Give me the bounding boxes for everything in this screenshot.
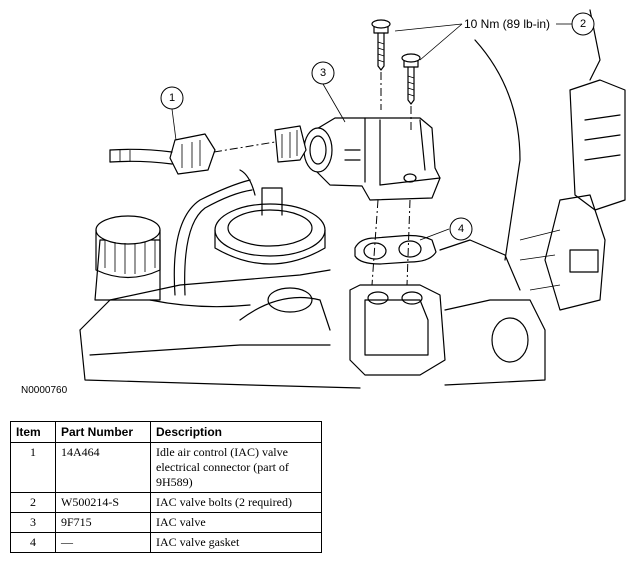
description-cell: IAC valve	[150, 512, 322, 533]
item-cell: 1	[10, 442, 56, 493]
figure-id-label: N0000760	[21, 385, 68, 396]
callout-2-label: 2	[580, 18, 586, 30]
assembly-alignment-lines	[213, 72, 412, 286]
part-number-cell: 14A464	[55, 442, 151, 493]
iac-valve-gasket	[354, 234, 437, 265]
engine-background-illustration	[79, 9, 626, 389]
callout-3-label: 3	[320, 67, 326, 79]
callout-leader-lines	[171, 23, 572, 241]
parts-table-header-row: Item Part Number Description	[10, 421, 322, 443]
header-part-number: Part Number	[55, 421, 151, 443]
item-cell: 2	[10, 492, 56, 513]
part-number-cell: W500214-S	[55, 492, 151, 513]
header-description: Description	[150, 421, 322, 443]
table-row: 3 9F715 IAC valve	[10, 512, 322, 533]
part-number-cell: 9F715	[55, 512, 151, 533]
iac-electrical-connector	[109, 133, 216, 175]
item-cell: 4	[10, 532, 56, 553]
table-row: 4 — IAC valve gasket	[10, 532, 322, 553]
callout-3: 3	[311, 61, 335, 85]
item-cell: 3	[10, 512, 56, 533]
description-cell: Idle air control (IAC) valve electrical …	[150, 442, 322, 493]
description-cell: IAC valve gasket	[150, 532, 322, 553]
callout-1: 1	[160, 86, 184, 110]
iac-valve-diagram: 1 2 3 4 10 Nm (89 lb-in)	[79, 9, 626, 389]
part-number-cell: —	[55, 532, 151, 553]
iac-valve-bolts	[371, 19, 421, 105]
iac-valve	[274, 117, 441, 201]
table-row: 1 14A464 Idle air control (IAC) valve el…	[10, 442, 322, 493]
callout-1-label: 1	[169, 92, 175, 104]
parts-table: Item Part Number Description 1 14A464 Id…	[10, 421, 322, 553]
callout-4-label: 4	[458, 223, 464, 235]
torque-spec-label: 10 Nm (89 lb-in)	[464, 17, 550, 31]
callout-4: 4	[449, 217, 473, 241]
callout-2: 2	[571, 12, 595, 36]
header-item: Item	[10, 421, 56, 443]
description-cell: IAC valve bolts (2 required)	[150, 492, 322, 513]
table-row: 2 W500214-S IAC valve bolts (2 required)	[10, 492, 322, 513]
